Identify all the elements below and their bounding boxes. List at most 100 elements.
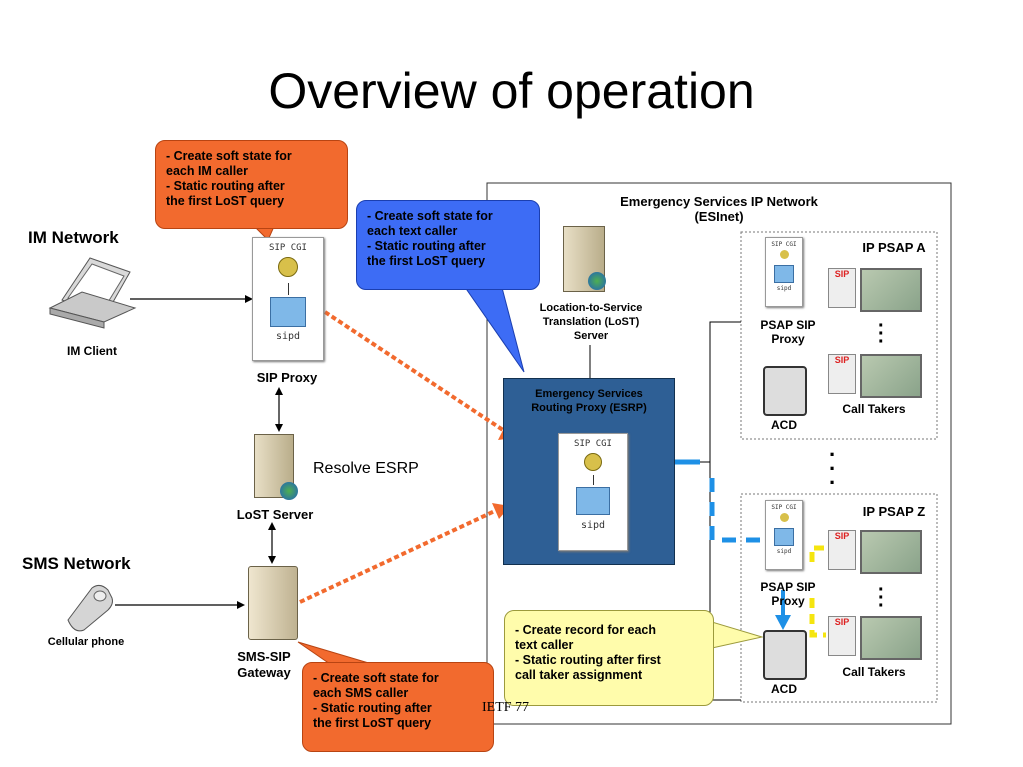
sms-network-label: SMS Network xyxy=(22,554,131,573)
esinet-lost-line2: Translation (LoST) xyxy=(542,316,640,328)
gateway-server-icon xyxy=(248,566,298,640)
psap-a-sipd: sipd xyxy=(776,285,792,292)
psap-z-phone-icon-1: SIP xyxy=(828,530,856,570)
proxy-lost-arrow-up xyxy=(275,387,283,395)
text-callout-tail xyxy=(459,279,525,373)
sipd-label: sipd xyxy=(275,331,301,342)
psap-z-cgi: SIP CGI xyxy=(771,504,797,511)
esrp-psap-z-line xyxy=(709,462,741,701)
sms-callout-line: - Create soft state for xyxy=(313,671,439,685)
im-callout-line: - Static routing after xyxy=(166,179,285,193)
im-client-label: IM Client xyxy=(67,344,117,358)
esrp-sipd-label: sipd xyxy=(580,520,606,531)
psap-a-module-icon xyxy=(774,265,794,283)
psap-z-gear-icon xyxy=(779,513,789,522)
esrp-gear-icon xyxy=(584,453,602,471)
sip-proxy-box[interactable]: SIP CGI sipd xyxy=(252,237,324,361)
psap-a-monitor-icon-2 xyxy=(860,354,922,398)
psap-z-proxy-line2: Proxy xyxy=(771,594,805,608)
sip-module-icon xyxy=(270,297,306,327)
esinet-lost-line3: Server xyxy=(573,330,609,342)
psap-z-sipd: sipd xyxy=(776,548,792,555)
cellphone-label: Cellular phone xyxy=(47,636,125,648)
psap-z-proxy-label: PSAP SIP Proxy xyxy=(745,580,831,608)
im-to-esrp-arrow xyxy=(323,310,505,432)
esinet-title-line1: Emergency Services IP Network xyxy=(620,194,818,209)
psap-z-proxy-box[interactable]: SIP CGI sipd xyxy=(765,500,803,570)
psap-z-ellipsis: ··· xyxy=(878,579,885,617)
psap-z-proxy-line1: PSAP SIP xyxy=(760,580,816,594)
psap-a-phone-icon-2: SIP xyxy=(828,354,856,394)
record-callout-line: - Static routing after first xyxy=(515,653,661,667)
record-callout: - Create record for each text caller - S… xyxy=(504,610,714,706)
yellow-path-a xyxy=(809,545,826,562)
psap-a-phone-icon-1: SIP xyxy=(828,268,856,308)
psap-a-proxy-line1: PSAP SIP xyxy=(760,318,816,332)
lost-gateway-arrow-down xyxy=(268,556,276,564)
psap-z-monitor-icon-2 xyxy=(860,616,922,660)
sms-callout-line: each SMS caller xyxy=(313,686,409,700)
psap-a-proxy-line2: Proxy xyxy=(771,332,805,346)
esinet-title: Emergency Services IP Network (ESInet) xyxy=(580,194,858,224)
page-title: Overview of operation xyxy=(268,63,755,119)
psap-z-sip-badge-1: SIP xyxy=(834,531,850,541)
esrp-module-icon xyxy=(576,487,610,515)
im-client-arrowhead xyxy=(245,295,253,303)
psap-z-border xyxy=(740,493,938,703)
text-callout-line: each text caller xyxy=(367,224,458,238)
psap-z-monitor-icon-1 xyxy=(860,530,922,574)
esrp-label-line2: Routing Proxy (ESRP) xyxy=(531,402,647,414)
psap-z-module-icon xyxy=(774,528,794,546)
sms-gateway-label: SMS-SIP Gateway xyxy=(222,649,306,681)
record-callout-line: text caller xyxy=(515,638,574,652)
im-network-label: IM Network xyxy=(28,228,119,247)
sms-gateway-line1: SMS-SIP xyxy=(237,649,291,664)
im-callout-line: each IM caller xyxy=(166,164,248,178)
sms-callout-line: - Static routing after xyxy=(313,701,432,715)
esrp-connector-icon xyxy=(592,475,594,485)
psap-a-sip-badge-2: SIP xyxy=(834,355,850,365)
im-callout-line: - Create soft state for xyxy=(166,149,292,163)
psap-a-proxy-box[interactable]: SIP CGI sipd xyxy=(765,237,803,307)
gear-icon xyxy=(278,257,298,277)
resolve-esrp-label: Resolve ESRP xyxy=(313,460,419,477)
record-callout-line: - Create record for each xyxy=(515,623,657,637)
im-callout-line: the first LoST query xyxy=(166,194,285,208)
psap-z-sip-badge-2: SIP xyxy=(834,617,850,627)
psap-a-cgi: SIP CGI xyxy=(771,241,797,248)
proxy-lost-arrow-down xyxy=(275,424,283,432)
record-callout-tail xyxy=(711,621,764,649)
esinet-lost-label: Location-to-Service Translation (LoST) S… xyxy=(520,301,662,343)
footer-text: IETF 77 xyxy=(482,700,530,715)
psap-a-call-takers: Call Takers xyxy=(842,402,906,416)
psap-a-ellipsis: ··· xyxy=(878,315,885,353)
sms-callout-tail xyxy=(297,641,373,665)
psap-z-label: IP PSAP Z xyxy=(862,504,926,519)
sms-to-esrp-arrow xyxy=(299,508,498,604)
psap-a-gear-icon xyxy=(779,250,789,259)
blue-to-acd-arrowhead xyxy=(775,615,791,630)
sip-cgi-label: SIP CGI xyxy=(269,243,307,253)
lost-server-label: LoST Server xyxy=(236,507,314,522)
esinet-border xyxy=(486,182,952,725)
psap-ellipsis: ··· xyxy=(829,442,837,495)
record-callout-line: call taker assignment xyxy=(515,668,643,682)
text-callout: - Create soft state for each text caller… xyxy=(356,200,540,290)
text-callout-line: - Create soft state for xyxy=(367,209,493,223)
psap-z-phone-icon-2: SIP xyxy=(828,616,856,656)
sip-proxy-label: SIP Proxy xyxy=(256,370,318,385)
psap-a-sip-badge-1: SIP xyxy=(834,269,850,279)
phone-arrowhead xyxy=(237,601,245,609)
psap-a-monitor-icon-1 xyxy=(860,268,922,312)
yellow-path-b xyxy=(809,598,826,638)
im-callout: - Create soft state for each IM caller -… xyxy=(155,140,348,229)
esrp-psap-a-line xyxy=(673,321,741,463)
globe-icon xyxy=(280,482,298,500)
esrp-box[interactable]: Emergency Services Routing Proxy (ESRP) … xyxy=(503,378,675,565)
text-callout-line: - Static routing after xyxy=(367,239,486,253)
sms-callout: - Create soft state for each SMS caller … xyxy=(302,662,494,752)
psap-a-proxy-label: PSAP SIP Proxy xyxy=(745,318,831,346)
esrp-sip-box: SIP CGI sipd xyxy=(558,433,628,551)
psap-a-acd-label: ACD xyxy=(771,418,797,432)
